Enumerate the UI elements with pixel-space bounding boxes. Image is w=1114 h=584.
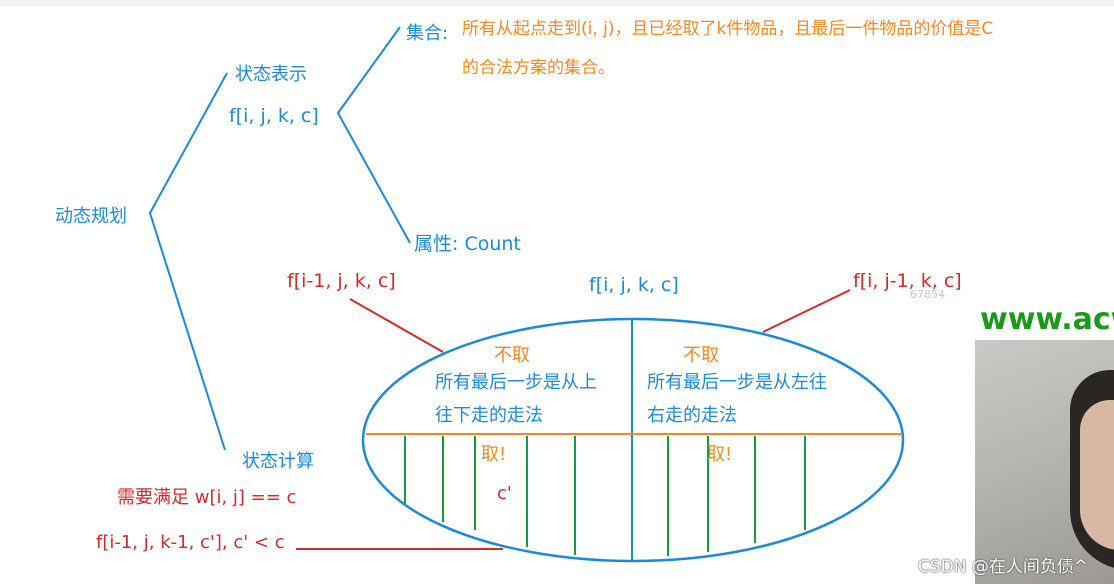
- left-not-take-label: 不取: [494, 345, 530, 366]
- green-hatches: [404, 436, 806, 556]
- right-not-take-label: 不取: [683, 345, 719, 366]
- set-label: 集合:: [406, 23, 449, 44]
- csdn-watermark: CSDN @在人间负债^: [918, 557, 1089, 577]
- set-description-line2: 的合法方案的集合。: [462, 58, 615, 78]
- left-ref-connector: [349, 298, 444, 353]
- left-desc-line2: 往下走的走法: [435, 405, 543, 426]
- transition-label: f[i-1, j, k-1, c'], c' < c: [96, 532, 285, 553]
- webcam-feed: [975, 340, 1114, 584]
- state-repr-bracket: [336, 26, 411, 244]
- top-toolbar-strip: [0, 0, 1114, 6]
- right-ref-label: f[i, j-1, k, c]: [853, 270, 962, 292]
- set-description-line1: 所有从起点走到(i, j)，且已经取了k件物品，且最后一件物品的价值是C: [462, 19, 994, 39]
- right-take-label: 取!: [707, 444, 733, 465]
- ellipse-center-label: f[i, j, k, c]: [589, 274, 679, 296]
- right-ref-connector: [762, 289, 851, 333]
- faint-number: 67854: [910, 288, 945, 301]
- left-desc-line1: 所有最后一步是从上: [435, 372, 597, 393]
- c-prime-label: c': [497, 483, 512, 504]
- attribute-label: 属性: Count: [414, 233, 521, 255]
- state-func-label: f[i, j, k, c]: [229, 105, 319, 127]
- state-calc-label: 状态计算: [242, 451, 314, 472]
- root-label: 动态规划: [55, 206, 127, 227]
- left-take-label: 取!: [481, 444, 507, 465]
- root-bracket: [148, 72, 228, 451]
- website-overlay: www.acw: [980, 302, 1114, 337]
- requirement-label: 需要满足 w[i, j] == c: [117, 487, 297, 508]
- right-desc-line2: 右走的走法: [647, 405, 737, 426]
- right-desc-line1: 所有最后一步是从左往: [647, 372, 827, 393]
- webcam-face: [1080, 400, 1114, 550]
- left-ref-label: f[i-1, j, k, c]: [287, 270, 396, 292]
- state-repr-label: 状态表示: [235, 64, 307, 85]
